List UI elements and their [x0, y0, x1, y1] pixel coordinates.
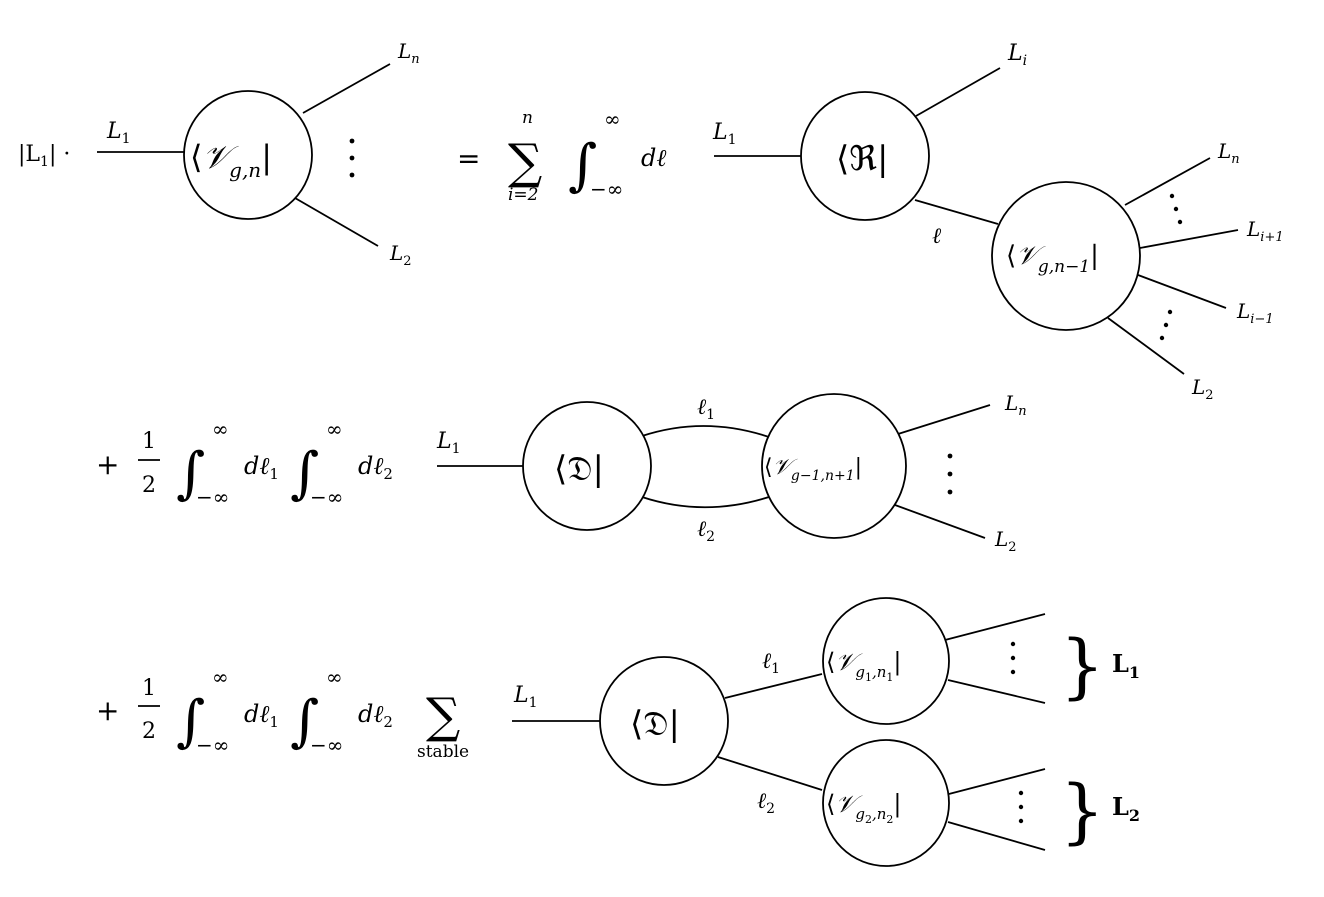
row2-leg-label-2: L2: [994, 527, 1017, 555]
sum-symbol: ∑: [508, 134, 542, 190]
sum-lower: i=2: [508, 185, 539, 205]
integral-2-measure-3: dℓ2: [358, 700, 393, 731]
brace-1: }: [1060, 625, 1105, 707]
integral-1-symbol-3: ∫: [176, 689, 205, 754]
frac-den-3: 2: [142, 719, 156, 744]
row-2: + 1 2 ∫ ∞ −∞ dℓ1 ∫ ∞ −∞ dℓ2 L1 ℓ1 ℓ2 ⟨𝔇|…: [96, 391, 1027, 555]
v-leg-label-i-minus-1: Li−1: [1236, 299, 1274, 327]
integral-measure: dℓ: [641, 144, 666, 172]
frac-den-2: 2: [142, 473, 156, 498]
integral-1-symbol-2: ∫: [176, 441, 205, 506]
integral-2-lower-3: −∞: [310, 733, 343, 757]
edge-1-line-3: [724, 673, 823, 699]
edge-bottom-label-2: ℓ2: [697, 517, 715, 545]
integral-1-lower-3: −∞: [196, 733, 229, 757]
internal-edge-line: [914, 199, 999, 225]
sum-symbol-3: ∑: [426, 688, 460, 744]
v-leg-line-i-minus-1: [1137, 274, 1227, 309]
row2-leg-line-2: [894, 504, 986, 539]
left-leg-label: L1: [106, 119, 131, 147]
row-3: + 1 2 ∫ ∞ −∞ dℓ1 ∫ ∞ −∞ dℓ2 ∑ stable L1 …: [96, 597, 1140, 867]
integral-upper: ∞: [604, 107, 621, 131]
integral-2-lower-2: −∞: [310, 485, 343, 509]
integral-1-lower-2: −∞: [196, 485, 229, 509]
v-leg-line-n: [1124, 157, 1211, 206]
diagonal-ellipsis-lower: [1159, 309, 1173, 341]
vertex-v-g-n-minus-1: [991, 181, 1141, 331]
row2-leg-line-n: [897, 404, 991, 435]
v-leg-line-2: [1107, 317, 1185, 375]
vertex-v2: [822, 739, 950, 867]
vertex-d-3: [599, 656, 729, 786]
vertex-d-3-label: ⟨𝔇|: [630, 704, 680, 744]
v1-leg-line-top: [944, 613, 1046, 641]
edge-2-label-3: ℓ2: [757, 789, 775, 817]
plus-sign-3: +: [96, 694, 119, 727]
leg-label-2: L2: [389, 241, 412, 269]
vertex-d-2-label: ⟨𝔇|: [554, 449, 604, 489]
internal-edge-label: ℓ: [932, 224, 942, 249]
integral-2-upper-3: ∞: [326, 665, 343, 689]
integral-symbol: ∫: [568, 133, 597, 198]
prefix-text: |L1| ·: [18, 142, 70, 170]
v-leg-label-2: L2: [1191, 375, 1214, 403]
vertex-r: [800, 91, 930, 221]
vertex-v-g-n: [183, 90, 313, 220]
vertical-ellipsis-v2: [1018, 790, 1024, 824]
frac-num-2: 1: [142, 429, 156, 454]
vertical-ellipsis-2: [947, 453, 953, 495]
integral-2-upper-2: ∞: [326, 417, 343, 441]
diagonal-ellipsis-upper: [1169, 193, 1183, 225]
vertex-v1: [822, 597, 950, 725]
vertical-ellipsis-v1: [1010, 641, 1016, 675]
v-leg-label-i-plus-1: Li+1: [1246, 217, 1284, 245]
integral-2-symbol-2: ∫: [290, 441, 319, 506]
v-leg-label-n: Ln: [1217, 139, 1240, 167]
integral-1-upper-2: ∞: [212, 417, 229, 441]
edge-2-line-3: [717, 756, 823, 791]
r-leg-line-i: [915, 67, 1001, 117]
sum-upper: n: [522, 108, 533, 128]
leg-label-n: Ln: [397, 39, 420, 67]
leg-line-n: [302, 63, 391, 114]
equals-sign: =: [457, 142, 480, 175]
vertex-v-g-n-label: ⟨𝒱g,n|: [190, 138, 272, 182]
brace-2: }: [1060, 770, 1105, 852]
frac-num-3: 1: [142, 676, 156, 701]
v-leg-line-i-plus-1: [1139, 229, 1239, 249]
integral-1-upper-3: ∞: [212, 665, 229, 689]
v2-leg-line-top: [944, 768, 1046, 796]
edge-bottom-2: [641, 495, 773, 509]
vertex-r-label: ⟨ℜ|: [836, 139, 888, 179]
plus-sign-2: +: [96, 448, 119, 481]
leg-line-2: [294, 197, 379, 247]
row2-leg-label-n: Ln: [1004, 391, 1027, 419]
integral-2-measure-2: dℓ2: [358, 452, 393, 483]
row2-left-leg-label: L1: [436, 429, 461, 457]
vertex-v-g-minus-1-n-plus-1-label: ⟨𝒱g−1,n+1|: [764, 455, 862, 484]
rhs-left-leg-label: L1: [712, 120, 737, 148]
brace-1-label: L1: [1112, 649, 1140, 682]
integral-1-measure-2: dℓ1: [244, 452, 279, 483]
edge-top-2: [641, 425, 773, 439]
integral-lower: −∞: [590, 177, 623, 201]
vertical-ellipsis-1: [349, 138, 355, 178]
brace-2-label: L2: [1112, 792, 1140, 825]
vertex-v-g-minus-1-n-plus-1: [761, 393, 907, 539]
vertex-d-2: [522, 401, 652, 531]
v2-leg-line-bottom: [947, 821, 1046, 851]
v1-leg-line-bottom: [947, 679, 1046, 704]
r-leg-label-i: Li: [1007, 41, 1027, 69]
edge-1-label-3: ℓ1: [762, 649, 780, 677]
row-1: |L1| · L1 Ln L2 ⟨𝒱g,n| = ∑ n i=2 ∫ ∞ −∞ …: [18, 39, 1284, 403]
sum-lower-3: stable: [417, 742, 469, 762]
edge-top-label-2: ℓ1: [697, 395, 715, 423]
integral-1-measure-3: dℓ1: [244, 700, 279, 731]
integral-2-symbol-3: ∫: [290, 689, 319, 754]
row3-left-leg-label: L1: [513, 683, 538, 711]
